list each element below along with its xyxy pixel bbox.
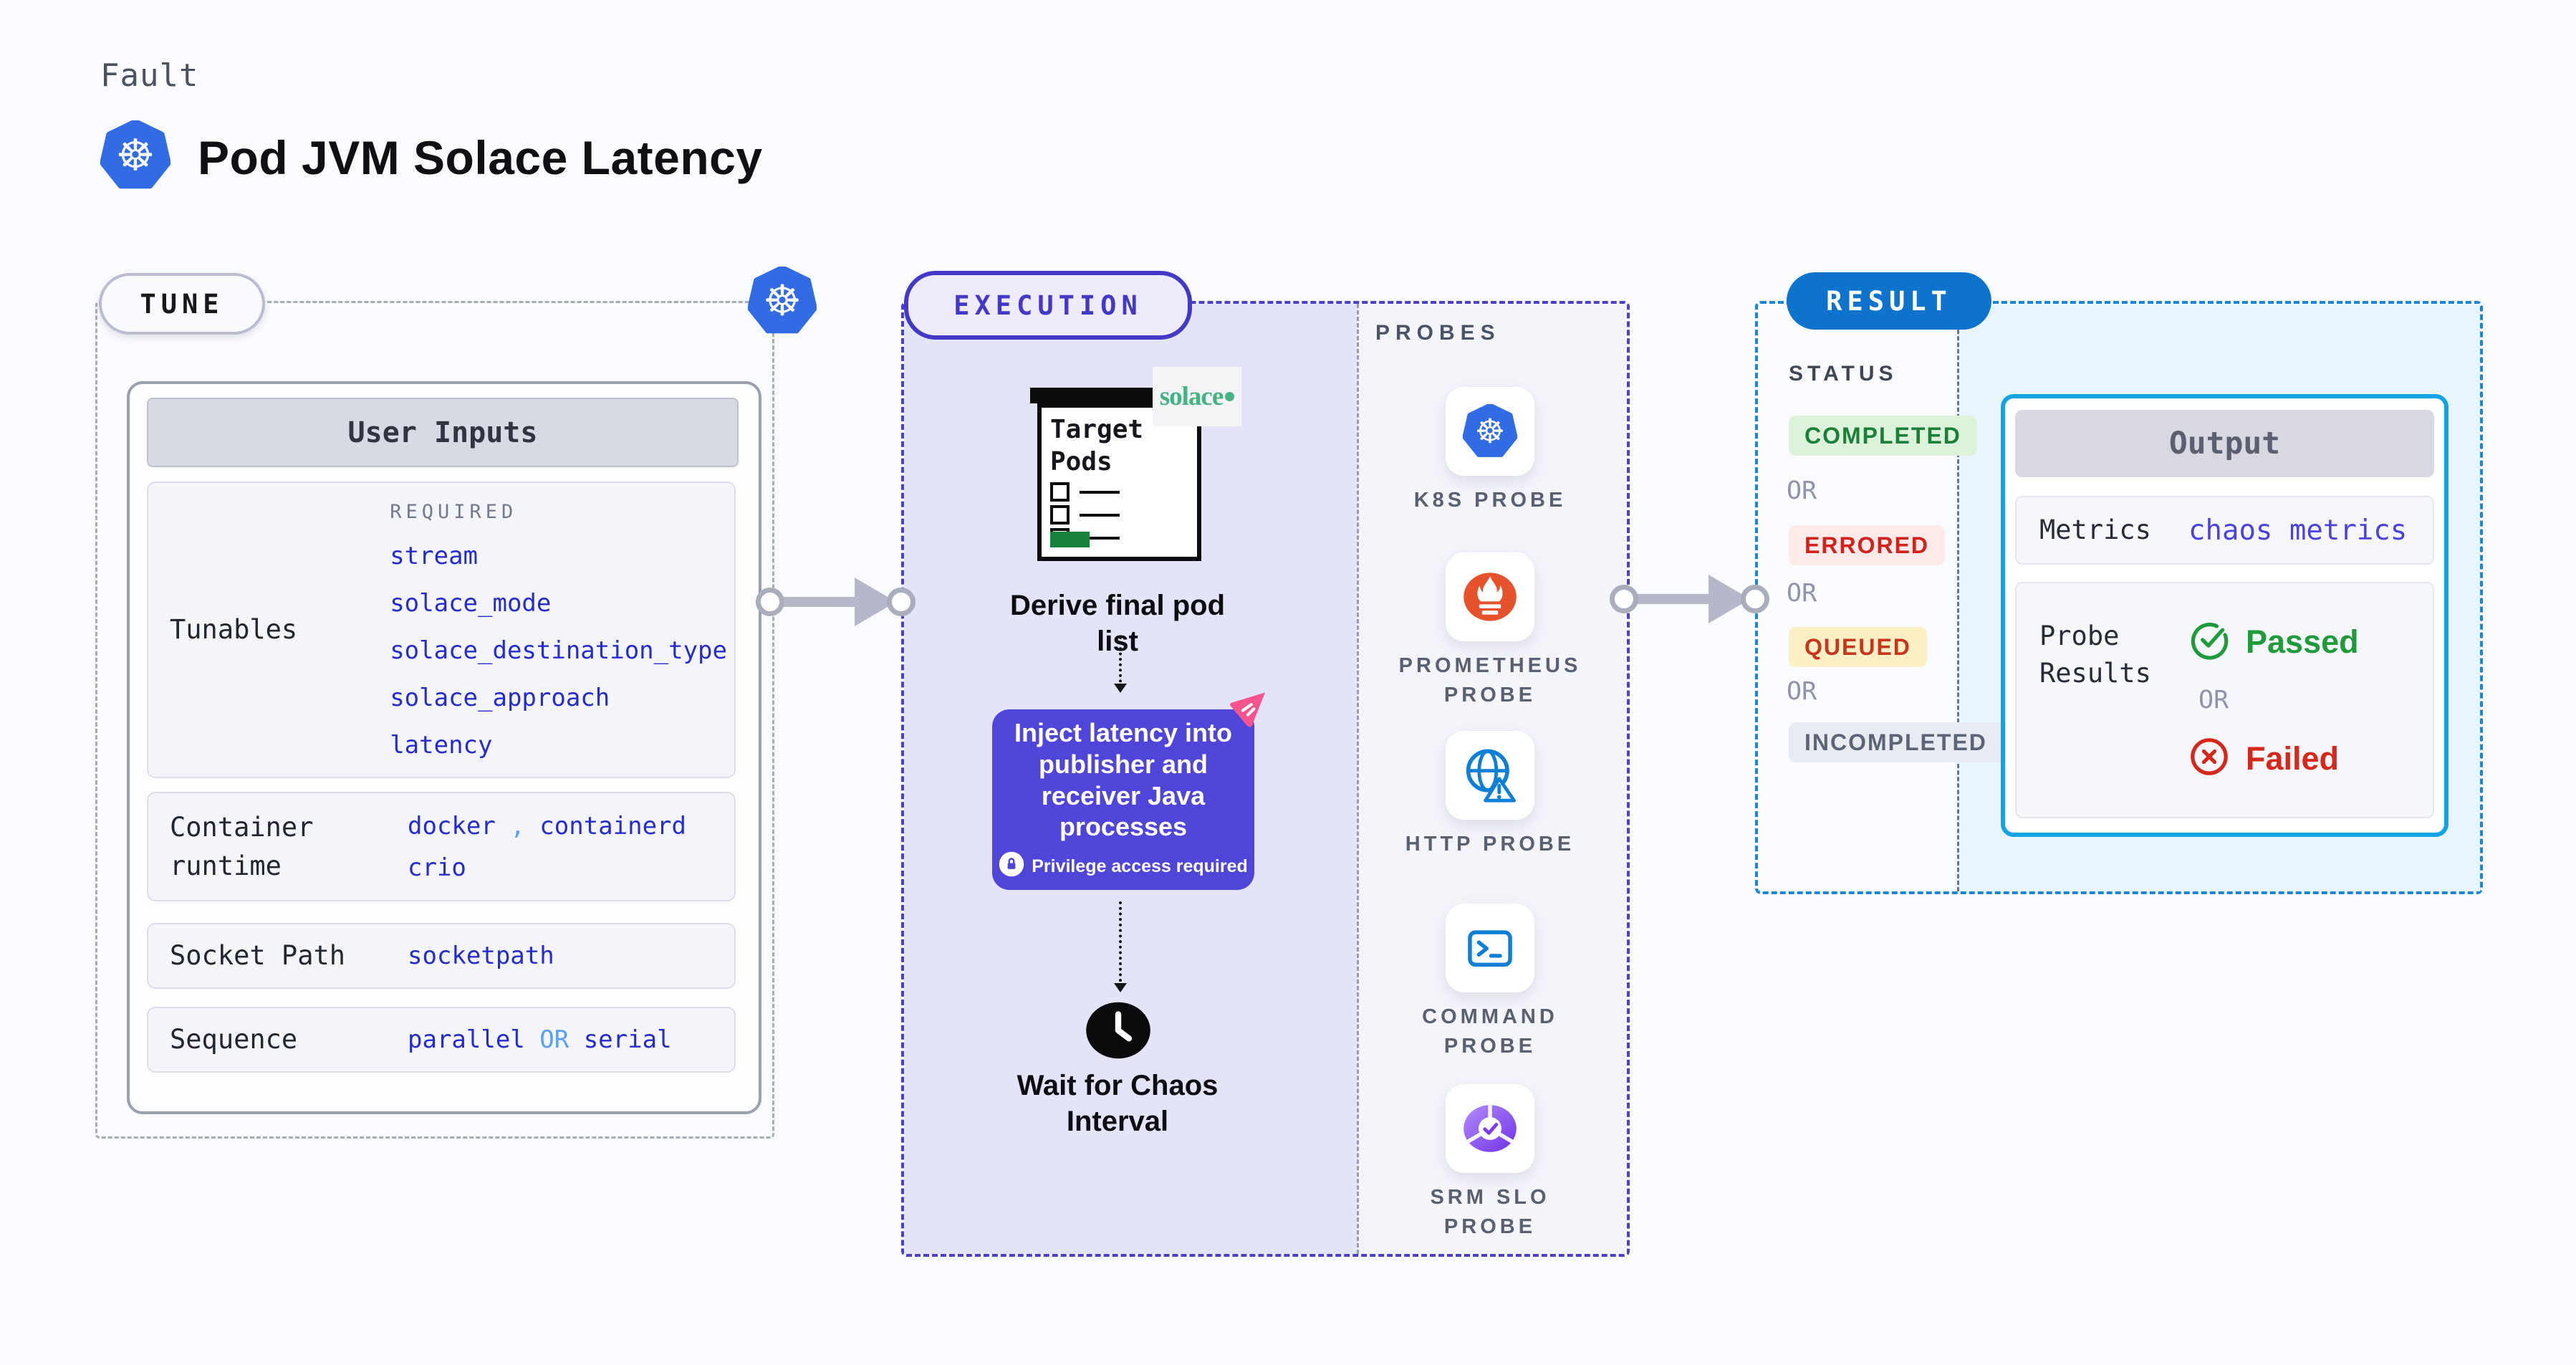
sequence-row: Sequence parallel OR serial (147, 1007, 736, 1073)
kubernetes-icon: ☸ (100, 119, 171, 194)
probe-item-srm-slo: SRM SLO PROBE (1383, 1084, 1597, 1241)
required-label: REQUIRED (390, 500, 518, 523)
metrics-label: Metrics (2039, 514, 2151, 546)
passed-label: Passed (2246, 623, 2359, 660)
check-circle-icon (2188, 619, 2230, 664)
probe-label: HTTP PROBE (1405, 833, 1575, 856)
container-runtime-values: docker , containerd (408, 811, 686, 840)
or-separator: OR (1787, 476, 1817, 505)
k8s-probe-icon: ☸ (1446, 387, 1534, 476)
doc-body: Target Pods (1037, 403, 1201, 561)
probes-divider (1357, 304, 1359, 1254)
or-separator: OR (1787, 579, 1817, 608)
or-separator: OR (2198, 686, 2229, 714)
fault-eyebrow: Fault (100, 57, 199, 94)
probe-label: PROMETHEUS PROBE (1398, 654, 1582, 707)
probe-label: SRM SLO PROBE (1430, 1186, 1550, 1238)
metrics-value: chaos metrics (2188, 514, 2408, 547)
socket-path-label: Socket Path (170, 940, 346, 972)
probe-item-command: COMMAND PROBE (1383, 904, 1597, 1060)
container-runtime-value-crio: crio (408, 853, 466, 882)
status-badge-incompleted: INCOMPLETED (1789, 722, 2003, 762)
http-probe-icon (1446, 731, 1534, 820)
status-divider (1957, 304, 1959, 891)
container-runtime-label: Container runtime (170, 811, 314, 881)
tunable-value: solace_mode (390, 588, 552, 618)
svg-text:☸: ☸ (1475, 412, 1505, 451)
privilege-note: Privilege access required (999, 851, 1248, 882)
checkbox-row (1050, 482, 1120, 502)
page-title: Pod JVM Solace Latency (198, 130, 763, 184)
tunable-value: solace_approach (390, 683, 610, 712)
socket-path-value: socketpath (408, 942, 554, 970)
probes-heading: PROBES (1375, 321, 1501, 345)
tunable-value: latency (390, 730, 493, 760)
status-badge-errored: ERRORED (1789, 525, 1946, 565)
or-separator: OR (1787, 677, 1817, 706)
probe-label: COMMAND PROBE (1422, 1005, 1558, 1058)
probe-label: K8S PROBE (1413, 489, 1567, 512)
inject-step-card: Inject latency into publisher and receiv… (992, 709, 1254, 890)
checkbox-row (1050, 505, 1120, 525)
status-heading: STATUS (1789, 362, 1898, 385)
status-badge-queued: QUEUED (1789, 627, 1927, 667)
sequence-label: Sequence (170, 1024, 298, 1055)
tune-section-box (95, 301, 774, 1139)
user-inputs-header: User Inputs (147, 398, 739, 467)
page-title-row: ☸ Pod JVM Solace Latency (100, 119, 763, 194)
tunables-label: Tunables (170, 614, 298, 646)
svg-text:☸: ☸ (116, 131, 155, 181)
metrics-row: Metrics chaos metrics (2015, 496, 2434, 565)
passed-line: Passed (2188, 619, 2433, 664)
lock-icon (999, 851, 1024, 882)
probe-item-k8s: ☸ K8S PROBE (1383, 387, 1597, 515)
socket-path-row: Socket Path socketpath (147, 923, 736, 989)
command-probe-icon (1446, 904, 1534, 992)
probe-item-prometheus: PROMETHEUS PROBE (1383, 552, 1597, 709)
green-button-shape (1050, 532, 1090, 547)
execution-badge: EXECUTION (904, 271, 1192, 340)
solace-logo: solace (1153, 367, 1241, 426)
target-pods-title: Target Pods (1050, 415, 1144, 476)
x-circle-icon (2188, 736, 2230, 781)
flow-arrow-down-icon (1114, 901, 1127, 992)
wait-step-label: Wait for Chaos Interval (1017, 1070, 1219, 1137)
kubernetes-corner-icon: ☸ (747, 265, 817, 335)
container-runtime-row: Container runtime docker , containerd cr… (147, 792, 736, 901)
solace-dot (1225, 392, 1235, 401)
failed-label: Failed (2246, 739, 2340, 777)
tunables-row: Tunables REQUIRED stream solace_mode sol… (147, 482, 736, 778)
output-header: Output (2015, 410, 2434, 477)
tune-badge: TUNE (99, 273, 265, 335)
chaos-icon (1226, 686, 1269, 729)
derive-step-label: Derive final pod list (1009, 590, 1226, 657)
result-badge: RESULT (1787, 272, 1991, 330)
status-badge-completed: COMPLETED (1789, 416, 1977, 456)
failed-line: Failed (2188, 736, 2433, 781)
probe-results-label: Probe Results (2039, 621, 2151, 689)
srm-slo-probe-icon (1446, 1084, 1534, 1173)
sequence-value: parallel OR serial (408, 1025, 672, 1054)
svg-text:☸: ☸ (763, 277, 801, 326)
target-pods-illustration: Target Pods (1030, 388, 1201, 561)
probe-item-http: HTTP PROBE (1383, 731, 1597, 859)
tunable-value: stream (390, 541, 479, 570)
probe-results-row: Probe Results Passed OR (2015, 582, 2434, 818)
clock-icon (1085, 1000, 1152, 1060)
prometheus-probe-icon (1446, 552, 1534, 641)
tunable-value: solace_destination_type (390, 636, 727, 665)
flow-arrow-down-icon (1114, 636, 1127, 693)
inject-step-text: Inject latency into publisher and receiv… (1014, 717, 1233, 842)
